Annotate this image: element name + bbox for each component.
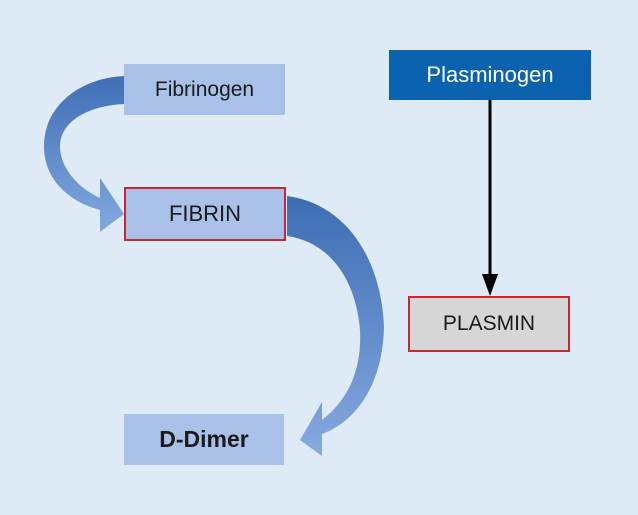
arrowhead-plasminogen-to-plasmin	[482, 274, 498, 296]
node-plasmin-label: PLASMIN	[442, 312, 536, 335]
node-fibrin-label: FIBRIN	[168, 201, 242, 226]
node-ddimer-label: D-Dimer	[159, 426, 249, 452]
node-plasminogen-label: Plasminogen	[426, 62, 554, 87]
node-fibrinogen-label: Fibrinogen	[154, 77, 255, 101]
curved-arrow-fibrinogen-to-fibrin	[44, 76, 124, 232]
node-plasmin: PLASMIN	[408, 296, 570, 352]
node-fibrinogen: Fibrinogen	[124, 64, 285, 115]
node-plasminogen: Plasminogen	[389, 50, 591, 100]
curved-arrow-fibrin-to-ddimer	[287, 196, 384, 456]
node-ddimer: D-Dimer	[124, 414, 284, 465]
node-fibrin: FIBRIN	[124, 187, 286, 241]
